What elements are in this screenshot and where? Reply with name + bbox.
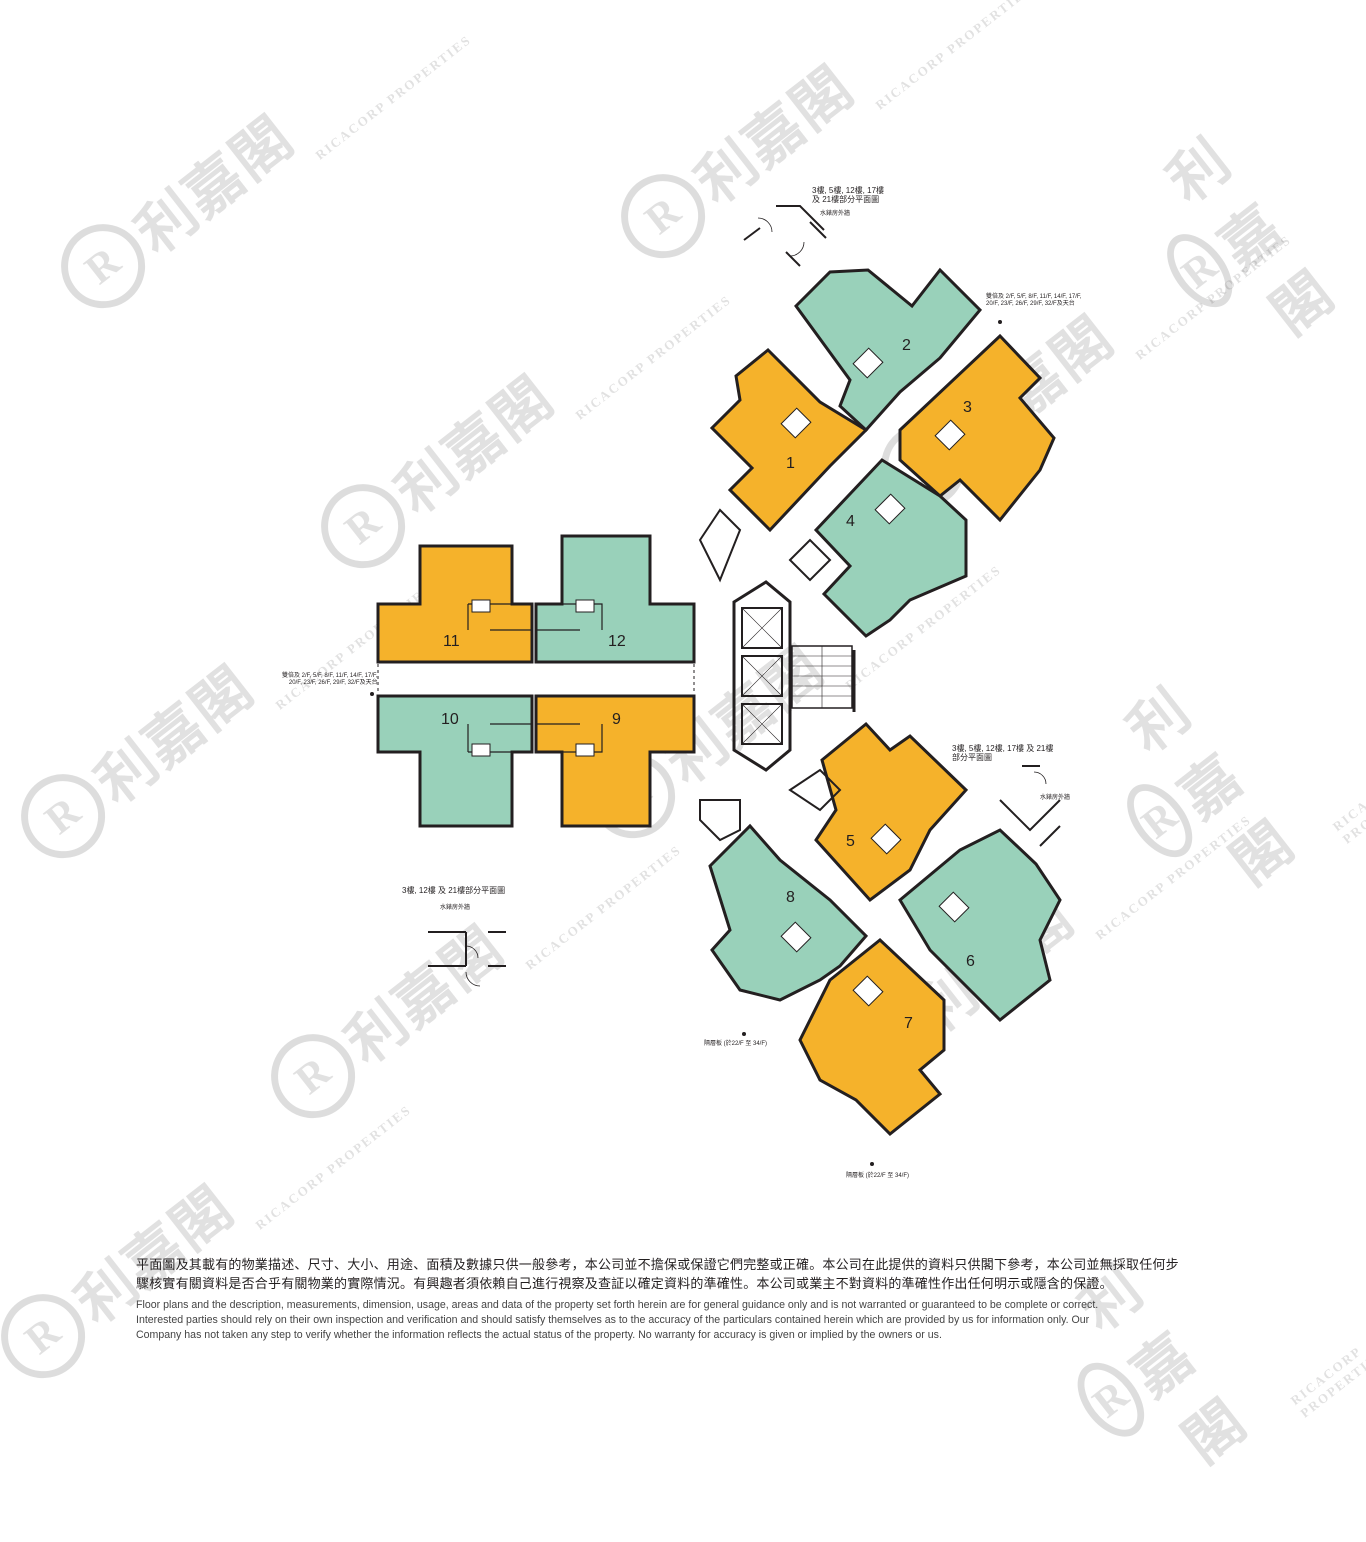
partial-plan-top <box>743 205 827 267</box>
unit-9-fill <box>534 694 696 828</box>
unit-5-fill <box>814 721 969 903</box>
bottom-left-partial-plan-sub: 水錶房外牆 <box>440 905 471 911</box>
unit-12-label: 12 <box>608 633 626 650</box>
unit-3-label: 3 <box>963 399 972 416</box>
unit-2-fill <box>794 267 983 433</box>
disclaimer-cn-line: 驟核實有關資料是否合乎有關物業的實際情況。有興趣者須依賴自己進行視察及查証以確定… <box>136 1277 1113 1292</box>
disclaimer-chinese: 平面圖及其載有的物業描述、尺寸、大小、用途、面積及數據只供一般參考，本公司並不擔… <box>136 1256 1256 1294</box>
top-right-floor-note: 雙倍及 2/F, 5/F, 8/F, 11/F, 14/F, 17/F, 20/… <box>986 294 1082 307</box>
unit-8-fill <box>708 823 869 1002</box>
unit-10-label: 10 <box>441 711 459 728</box>
lower-right-wing: 5 6 7 8 <box>699 721 1062 1137</box>
unit-10: 10 <box>376 694 534 828</box>
unit-1-fill <box>709 347 869 533</box>
unit-11: 11 <box>376 544 534 664</box>
unit-6: 6 <box>898 828 1062 1023</box>
partial-plan-bottom-left <box>428 931 506 987</box>
unit-11-label: 11 <box>443 633 460 650</box>
unit-4: 4 <box>813 458 968 638</box>
unit-9-label: 9 <box>612 711 621 728</box>
unit-8-label: 8 <box>786 889 795 906</box>
disclaimer-en-line: Interested parties should rely on their … <box>136 1314 1090 1326</box>
unit7-floor-note: 隔層板 (於22/F 至 34/F) <box>846 1173 910 1179</box>
unit-10-fill <box>376 694 534 828</box>
unit-4-label: 4 <box>846 513 855 530</box>
unit-7: 7 <box>798 938 946 1137</box>
unit-12: 12 <box>534 534 696 664</box>
unit-9: 9 <box>534 694 696 828</box>
unit-2: 2 <box>794 267 983 433</box>
upper-right-wing: 1 2 3 4 <box>698 267 1056 638</box>
unit-6-label: 6 <box>966 953 975 970</box>
unit-2-label: 2 <box>902 337 911 354</box>
unit-6-fill <box>898 828 1062 1023</box>
unit-1: 1 <box>709 347 869 533</box>
top-partial-plan-title: 3樓, 5樓, 12樓, 17樓 及 21樓部分平面圖 <box>812 186 885 204</box>
unit-4-fill <box>813 458 968 638</box>
unit-7-label: 7 <box>904 1015 913 1032</box>
disclaimer-english: Floor plans and the description, measure… <box>136 1298 1256 1343</box>
disclaimer-cn-line: 平面圖及其載有的物業描述、尺寸、大小、用途、面積及數據只供一般參考，本公司並不擔… <box>136 1258 1179 1273</box>
left-floor-note: 雙倍及 2/F, 5/F, 8/F, 11/F, 14/F, 17/F, 20/… <box>282 673 378 686</box>
disclaimer-en-line: Company has not taken any step to verify… <box>136 1329 942 1341</box>
right-partial-plan-sub: 水錶房外牆 <box>1040 795 1071 801</box>
unit-5-label: 5 <box>846 833 855 850</box>
bottom-left-partial-plan-title: 3樓, 12樓 及 21樓部分平面圖 <box>402 886 506 895</box>
left-wing: 11 12 10 9 <box>376 534 696 828</box>
right-partial-plan-title: 3樓, 5樓, 12樓, 17樓 及 21樓 部分平面圖 <box>952 744 1054 762</box>
floor-plan: 11 12 10 9 <box>370 205 1062 1166</box>
unit8-floor-note: 隔層板 (於22/F 至 34/F) <box>704 1041 768 1047</box>
core <box>732 580 856 772</box>
disclaimer-en-line: Floor plans and the description, measure… <box>136 1299 1099 1311</box>
unit-7-fill <box>798 938 946 1137</box>
unit-5: 5 <box>814 721 969 903</box>
partial-plan-right <box>999 765 1061 847</box>
top-partial-plan-sub: 水錶房外牆 <box>820 211 851 217</box>
unit-1-label: 1 <box>786 455 795 472</box>
unit-8: 8 <box>708 823 869 1002</box>
unit-3: 3 <box>898 333 1056 523</box>
unit-3-fill <box>898 333 1056 523</box>
